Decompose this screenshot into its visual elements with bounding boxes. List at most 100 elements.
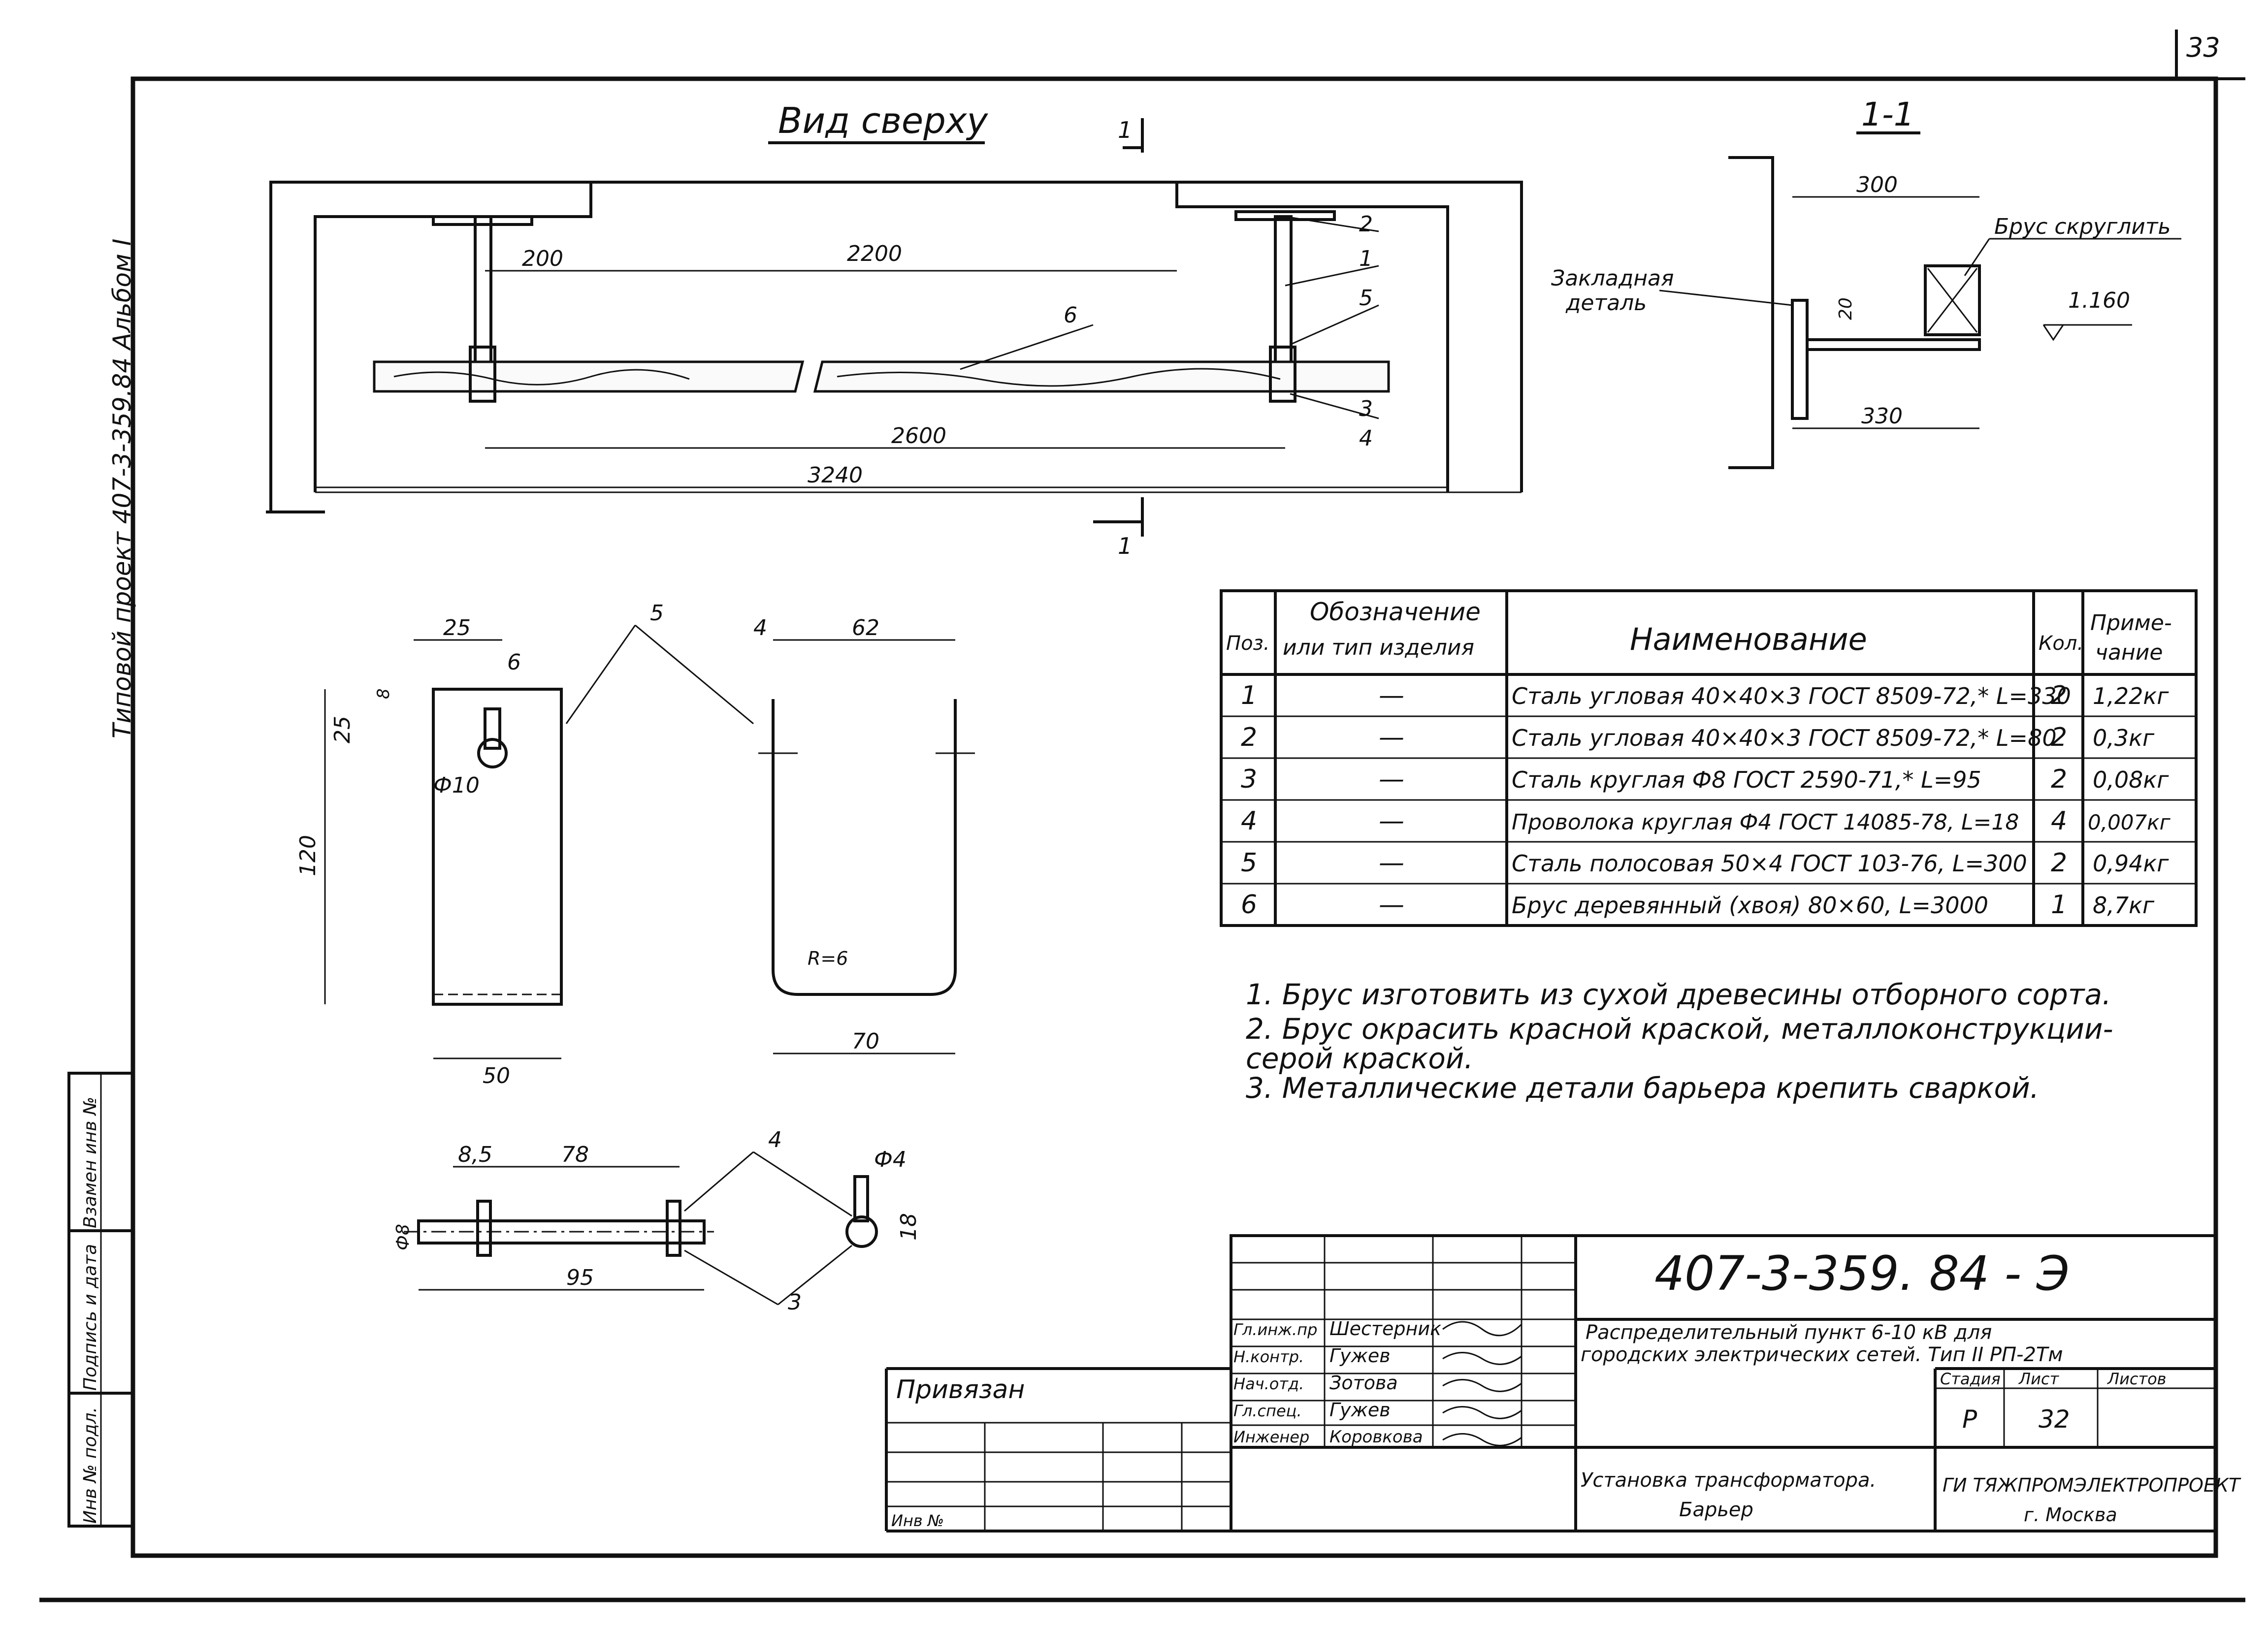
- tb-sheet-header: Лист: [2018, 1370, 2059, 1388]
- rod-dim-phi4: Ф4: [874, 1147, 907, 1172]
- strip-dim-25a: 25: [443, 615, 471, 640]
- note-2: 2. Брус окрасить красной краской, металл…: [1246, 1012, 2113, 1046]
- rod-end-circle: [845, 1215, 878, 1248]
- tb-name-1: Шестерник: [1329, 1318, 1441, 1340]
- detail-strip: 25 6 8 25 120 50 Ф10 5: [295, 601, 754, 1088]
- tb-role-2: Н.контр.: [1233, 1347, 1304, 1366]
- rod-dim-85: 8,5: [458, 1142, 492, 1167]
- spec-row-1-qty: 2: [2051, 681, 2067, 710]
- angle-post-right: [1274, 215, 1293, 366]
- spec-header-pos: Поз.: [1226, 632, 1270, 655]
- strip-phi10: Ф10: [433, 773, 480, 798]
- tb-code: 407-3-359. 84 - Э: [1654, 1246, 2070, 1301]
- section-beam: [1924, 264, 1981, 336]
- tb-drawing-title-2: Барьер: [1679, 1499, 1753, 1521]
- spec-row-5-qty: 2: [2051, 848, 2067, 878]
- spec-row-6-pos: 6: [1241, 890, 1257, 920]
- strip-dim-120: 120: [295, 835, 321, 876]
- label-embedded-2: деталь: [1565, 290, 1647, 316]
- tb-role-5: Инженер: [1233, 1428, 1309, 1446]
- top-pos-1: 1: [1359, 246, 1373, 271]
- top-view: Вид сверху 1 1 200 2200 2600: [266, 100, 1523, 559]
- wall-right: [1177, 181, 1523, 492]
- spec-row-2-note: 0,3кг: [2093, 725, 2155, 751]
- spec-row-4-note: 0,007кг: [2088, 810, 2171, 834]
- wooden-beam-right: [813, 360, 1390, 393]
- tb-inv: Инв №: [891, 1511, 944, 1530]
- top-pos-4: 4: [1359, 426, 1373, 451]
- tb-privyazan: Привязан: [896, 1375, 1025, 1405]
- spec-row-5-name: Сталь полосовая 50×4 ГОСТ 103-76, L=300: [1512, 850, 2027, 877]
- note-3: 3. Металлические детали барьера крепить …: [1246, 1071, 2039, 1105]
- table-row: 4 — Проволока круглая Ф4 ГОСТ 14085-78, …: [1241, 806, 2171, 836]
- label-beam-round: Брус скруглить: [1994, 214, 2171, 239]
- tb-org-2: г. Москва: [2024, 1504, 2117, 1526]
- side-caption: Типовой проект 407-3-359.84 Альбом I: [108, 239, 136, 738]
- strip-pos-5: 5: [650, 601, 664, 626]
- spec-row-4-type: —: [1379, 806, 1404, 836]
- u-dim-r6: R=6: [808, 948, 848, 969]
- tb-name-5: Коровкова: [1329, 1427, 1423, 1447]
- top-pos-6: 6: [1064, 303, 1077, 328]
- top-pos-3: 3: [1359, 396, 1373, 421]
- spec-row-6-qty: 1: [2051, 890, 2067, 920]
- tb-stage: Р: [1962, 1405, 1977, 1434]
- strip-dim-6: 6: [507, 650, 521, 675]
- spec-row-2-qty: 2: [2051, 723, 2067, 752]
- dim-200: 200: [522, 246, 563, 271]
- spec-row-3-pos: 3: [1241, 765, 1257, 794]
- u-dim-4: 4: [753, 615, 767, 640]
- spec-row-2-name: Сталь угловая 40×40×3 ГОСТ 8509-72,* L=8…: [1512, 725, 2057, 751]
- tb-sheet: 32: [2039, 1405, 2070, 1434]
- spec-row-4-pos: 4: [1241, 806, 1257, 836]
- strip-dim-8: 8: [374, 688, 393, 699]
- stamp-inv-podl: Инв № подл.: [80, 1407, 100, 1524]
- dim-2600: 2600: [891, 423, 946, 448]
- rod-dim-phi8: Ф8: [393, 1224, 413, 1250]
- spec-row-5-note: 0,94кг: [2093, 850, 2169, 877]
- spec-header-note-1: Приме-: [2090, 610, 2172, 636]
- top-view-title: Вид сверху: [778, 100, 988, 141]
- table-row: 3 — Сталь круглая Ф8 ГОСТ 2590-71,* L=95…: [1241, 765, 2169, 794]
- title-block: Привязан Инв № Гл.инж.пр Шестерник Н.кон…: [885, 1234, 2241, 1532]
- section-title: 1-1: [1861, 96, 1914, 133]
- tb-org-1: ГИ ТЯЖПРОМЭЛЕКТРОПРОЕКТ: [1943, 1474, 2241, 1496]
- spec-row-4-name: Проволока круглая Ф4 ГОСТ 14085-78, L=18: [1512, 810, 2019, 835]
- spec-header-designation-2: или тип изделия: [1283, 635, 1474, 660]
- u-bracket: [772, 699, 957, 996]
- spec-table: Поз. Обозначение или тип изделия Наимено…: [1220, 589, 2198, 927]
- detail-u-bracket: 4 62 R=6 70: [753, 615, 975, 1054]
- strip-hole: [477, 738, 508, 768]
- dim-3240: 3240: [808, 463, 863, 488]
- spec-row-2-pos: 2: [1241, 723, 1257, 752]
- stamp-signature-date: Подпись и дата: [80, 1244, 100, 1391]
- u-dim-62: 62: [852, 615, 879, 640]
- tb-drawing-title-1: Установка трансформатора.: [1581, 1469, 1876, 1492]
- spec-row-6-name: Брус деревянный (хвоя) 80×60, L=3000: [1512, 892, 1988, 919]
- spec-row-1-name: Сталь угловая 40×40×3 ГОСТ 8509-72,* L=3…: [1512, 683, 2071, 709]
- section-mark-top: 1: [1118, 117, 1132, 143]
- level-mark: 1.160: [2068, 288, 2130, 313]
- tb-stage-header: Стадия: [1940, 1370, 2001, 1388]
- strip-plate: [432, 688, 563, 1006]
- section-mark-bottom: 1: [1118, 533, 1132, 559]
- tb-role-4: Гл.спец.: [1233, 1402, 1302, 1420]
- spec-header-name: Наименование: [1630, 621, 1867, 657]
- tb-role-1: Гл.инж.пр: [1233, 1320, 1317, 1339]
- sheet-number: 33: [2186, 32, 2220, 63]
- note-2-cont: серой краской.: [1246, 1042, 1473, 1075]
- strip-dim-50: 50: [483, 1063, 510, 1088]
- spec-row-2-type: —: [1379, 723, 1404, 752]
- stamp-instead-inv: Взамен инв №: [80, 1097, 100, 1228]
- inner-frame: [130, 76, 2218, 1558]
- top-pos-5: 5: [1359, 286, 1373, 311]
- section-wall: [1728, 156, 1774, 469]
- rod-pos-4: 4: [768, 1127, 782, 1152]
- spec-row-5-type: —: [1379, 848, 1404, 878]
- spec-row-3-name: Сталь круглая Ф8 ГОСТ 2590-71,* L=95: [1512, 766, 1981, 793]
- spec-row-6-type: —: [1379, 890, 1404, 920]
- tb-sheets-header: Листов: [2107, 1370, 2167, 1388]
- section-dim-300: 300: [1856, 172, 1898, 197]
- tb-project-title-2: городских электрических сетей. Тип II РП…: [1581, 1343, 2063, 1366]
